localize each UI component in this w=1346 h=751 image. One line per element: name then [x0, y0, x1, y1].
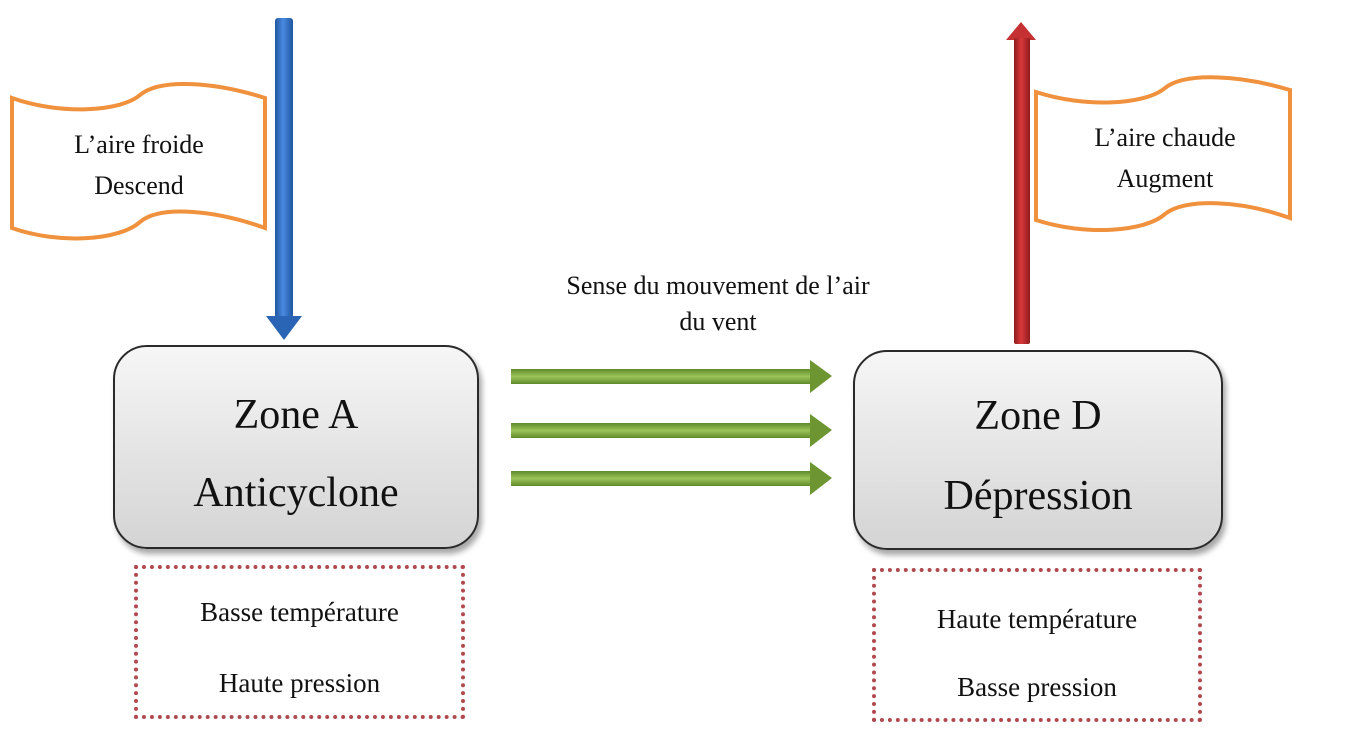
wind-arrow: [511, 414, 832, 447]
zone-d-info: Haute température Basse pression: [872, 568, 1202, 722]
zone-d-info-line1: Haute température: [936, 604, 1138, 634]
flag-left-line1: L’aire froide: [74, 130, 204, 159]
zone-d-box: Zone D Dépression: [853, 350, 1223, 550]
flag-left-text: L’aire froide Descend: [30, 124, 248, 206]
zone-a-box: Zone A Anticyclone: [113, 345, 479, 549]
arrow-down-icon: [266, 18, 302, 340]
zone-d-subtitle: Dépression: [943, 473, 1133, 519]
arrow-up-icon: [1006, 22, 1036, 344]
zone-d-info-line2: Basse pression: [957, 672, 1117, 702]
wind-arrow: [511, 360, 832, 393]
wind-caption-line2: du vent: [679, 307, 757, 336]
wind-arrow: [511, 462, 832, 495]
flag-right-line2: Augment: [1116, 164, 1214, 193]
zone-a-info-line2: Haute pression: [218, 668, 381, 698]
wind-caption: Sense du mouvement de l’air du vent: [500, 268, 936, 340]
flag-right-text: L’aire chaude Augment: [1054, 117, 1276, 199]
flag-right-line1: L’aire chaude: [1094, 123, 1236, 152]
flag-left-shape: [10, 82, 267, 241]
zone-d-title: Zone D: [974, 393, 1102, 439]
zone-a-info: Basse température Haute pression: [134, 565, 465, 719]
zone-a-subtitle: Anticyclone: [193, 470, 399, 516]
zone-a-info-line1: Basse température: [200, 597, 399, 627]
flag-left-line2: Descend: [94, 171, 184, 200]
wind-caption-line1: Sense du mouvement de l’air: [566, 271, 870, 300]
zone-a-title: Zone A: [233, 392, 359, 438]
flag-right-shape: [1034, 75, 1292, 233]
